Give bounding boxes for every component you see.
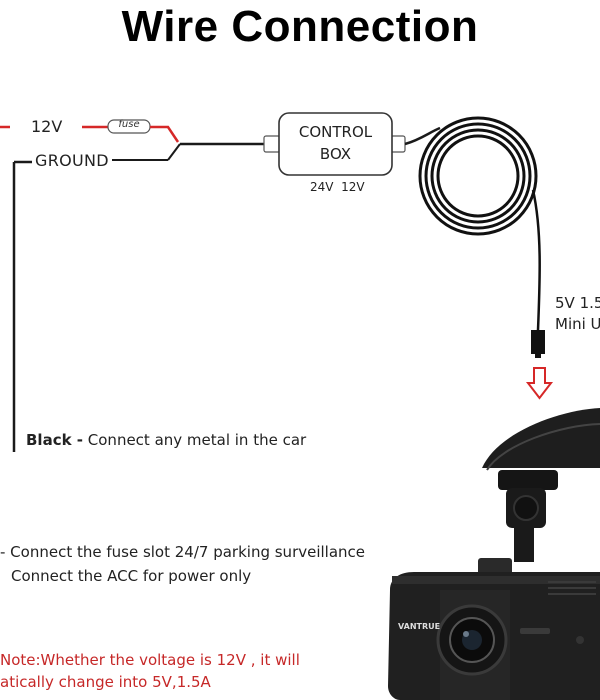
note-line2: atically change into 5V,1.5A xyxy=(0,673,211,691)
output-voltage-label: 5V 1.5 xyxy=(555,294,600,312)
control-box-title-line1: CONTROL xyxy=(298,123,373,141)
box-output-plug xyxy=(390,135,406,153)
control-box-outline xyxy=(278,112,393,176)
page-title: Wire Connection xyxy=(121,2,479,51)
red-wire-description-line2: Connect the ACC for power only xyxy=(11,567,252,585)
cable-coil xyxy=(418,116,538,236)
ground-wire-join xyxy=(167,143,181,161)
control-box-title-line2: BOX xyxy=(319,145,352,163)
voltage-12v-label: 12V xyxy=(31,117,63,136)
control-box-ratings: 24V 12V xyxy=(310,180,365,194)
red-wire-join xyxy=(150,125,180,143)
box-input-plug xyxy=(263,135,281,153)
mini-usb-tip xyxy=(535,354,541,358)
black-wire-label: Black - xyxy=(26,431,84,449)
camera-brand: VANTRUE xyxy=(398,622,441,631)
fuse-label: fuse xyxy=(118,119,140,130)
red-wire-description-line1: - Connect the fuse slot 24/7 parking sur… xyxy=(0,543,366,561)
dash-cam-illustration xyxy=(388,408,600,700)
output-connector-label: Mini U xyxy=(555,315,600,333)
mini-usb-plug xyxy=(531,330,545,354)
black-wire-description: Black - Connect any metal in the car xyxy=(26,431,306,449)
ground-label: GROUND xyxy=(35,151,109,170)
usb-cable xyxy=(531,189,541,331)
output-cable xyxy=(404,126,441,146)
black-wire-text: Connect any metal in the car xyxy=(83,431,307,449)
down-arrow-icon xyxy=(525,367,554,400)
note-line1: Note:Whether the voltage is 12V , it wil… xyxy=(0,651,300,669)
